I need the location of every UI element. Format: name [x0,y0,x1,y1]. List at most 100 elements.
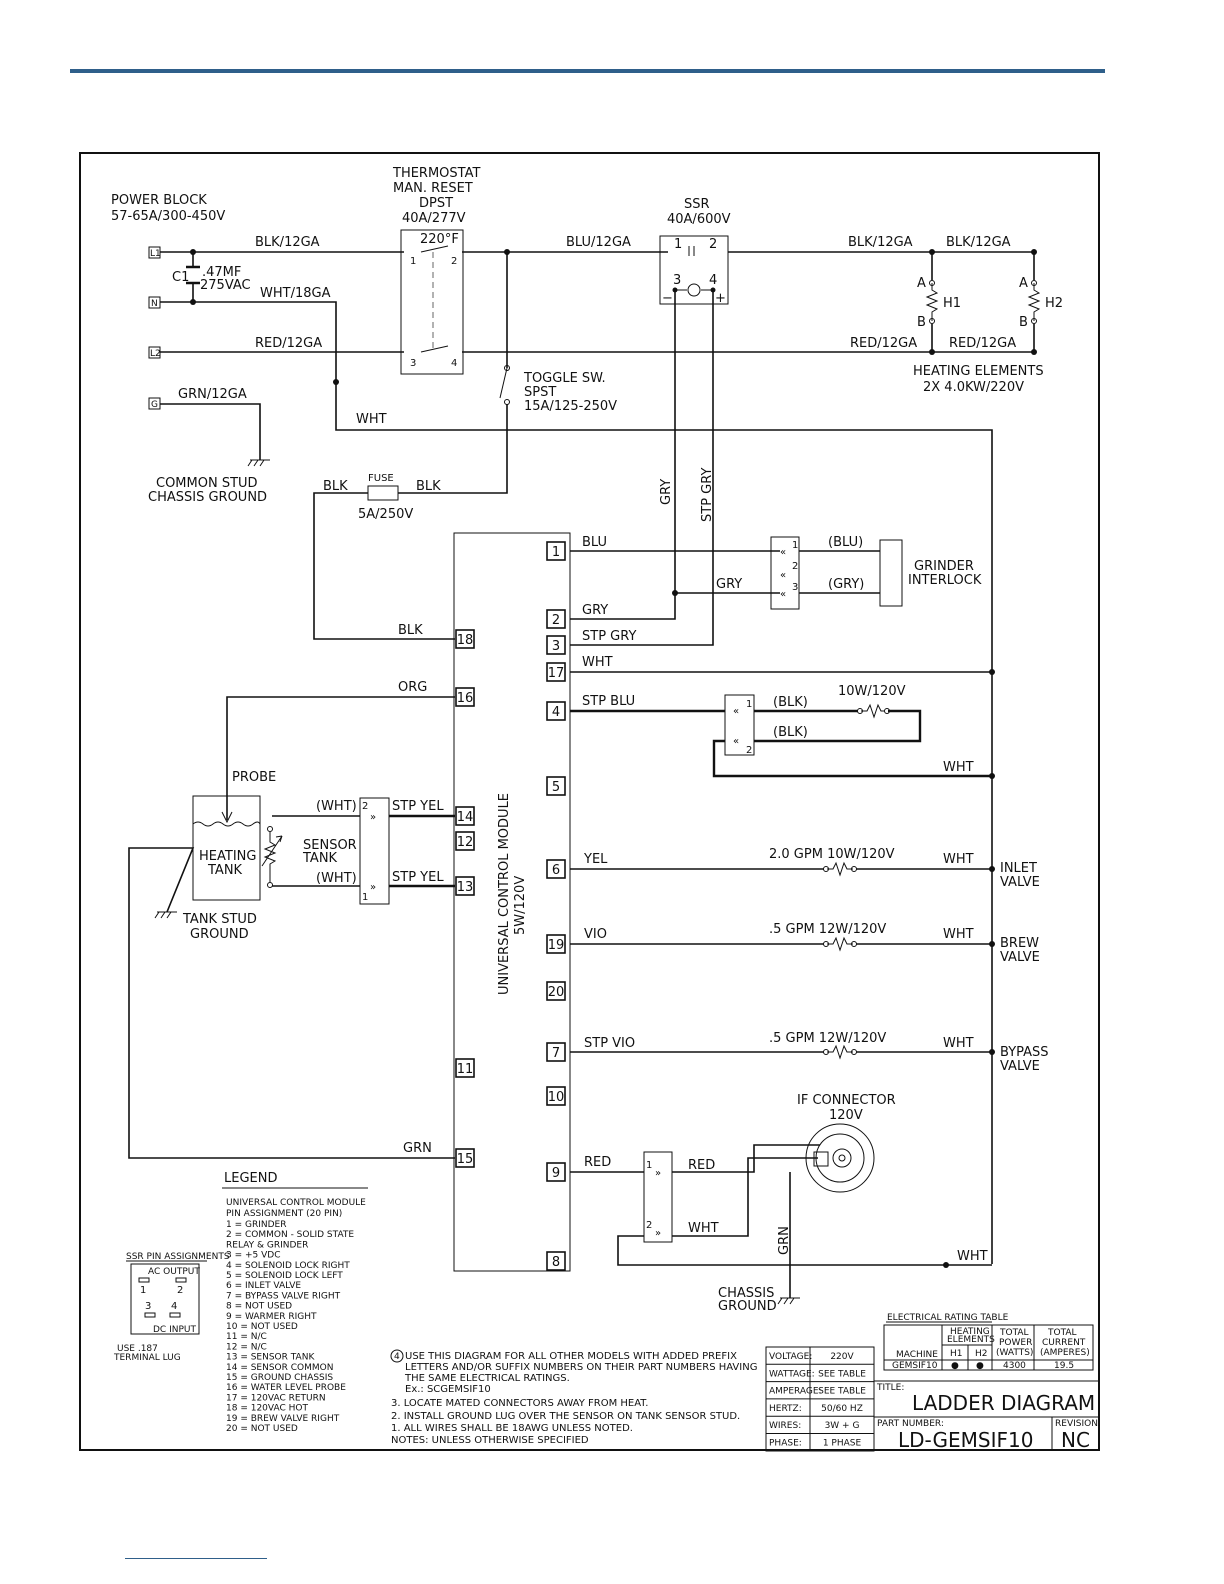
l1-wire-label: BLK/12GA [255,235,320,250]
h2-return-wire-label: RED/12GA [949,336,1016,351]
heater-h2-label: H2 [1045,296,1063,311]
ssr-pins-ac: AC OUTPUT [148,1267,200,1277]
sensor-label-2: TANK [302,851,338,866]
legend-item: 12 = N/C [226,1342,267,1352]
inlet-valve-coil-icon [827,861,853,877]
spec-key: HERTZ: [769,1404,802,1414]
ssr-pins-p3: 3 [145,1301,151,1312]
ssr-title: SSR [684,197,710,212]
revision-label: REVISION: [1055,1419,1101,1429]
heater-terminal [929,318,935,324]
chassis-ground-icon [247,459,270,467]
legend: LEGEND UNIVERSAL CONTROL MODULE PIN ASSI… [222,1171,368,1434]
warmer-connector [724,694,755,756]
legend-item: RELAY & GRINDER [226,1240,308,1250]
terminal-g-label: G [151,400,158,410]
module-pin-box [455,806,475,826]
toggle-contact [504,399,510,405]
tank-ground-icon [154,911,177,919]
heater-h2-a: A [1019,276,1028,291]
toggle-line-1: TOGGLE SW. [523,371,606,386]
heating-tank-label-1: HEATING [199,849,256,864]
junction [989,866,995,872]
grinder-label-2: INTERLOCK [908,573,982,588]
heater-terminal [1031,318,1037,324]
grinder-label-1: GRINDER [914,559,974,574]
heater-terminal [1031,280,1037,286]
note-line-4: Ex.: SCGEMSIF10 [405,1384,491,1395]
spec-key: VOLTAGE: [769,1352,812,1362]
rating-table-box [883,1324,1094,1371]
if-connector-ring [815,1133,865,1183]
junction [190,249,196,255]
module-pin-box [546,981,566,1001]
thermostat-line-2: MAN. RESET [393,181,473,196]
note-line-3: THE SAME ELECTRICAL RATINGS. [404,1373,570,1384]
grinder-pin-1: 1 [792,540,798,551]
warmer-rating: 10W/120V [838,684,906,699]
ssr-pins-p1: 1 [140,1285,146,1296]
legend-item: 15 = GROUND CHASSIS [226,1373,333,1383]
ssr-minus: − [662,291,673,306]
module-pin-label: 10 [548,1090,565,1105]
toggle-contact [504,365,510,371]
brew-valve-name-1: BREW [1000,936,1039,951]
toggle-switch-blade [499,367,508,399]
stp-yel-lines [389,814,455,888]
warmer-wht-label: WHT [943,760,974,775]
heater-h1-b: B [917,315,926,330]
ssr-pins-use-1: USE .187 [117,1344,158,1354]
spec-value: SEE TABLE [818,1369,866,1379]
heating-elements-rating: 2X 4.0KW/220V [923,380,1024,395]
rating-row-h2: ● [976,1361,984,1371]
spec-value: 220V [830,1352,854,1362]
junction [989,1049,995,1055]
junction [943,1262,949,1268]
legend-item: 5 = SOLENOID LOCK LEFT [226,1271,343,1281]
note-line-2: LETTERS AND/OR SUFFIX NUMBERS ON THEIR P… [405,1362,757,1373]
blk-18-label: BLK [398,623,423,638]
fuse-right-wire-label: BLK [416,479,441,494]
rating-h-cur-2: CURRENT [1042,1338,1086,1348]
power-block-rating: 57-65A/300-450V [111,209,225,224]
module-pin-box [546,859,566,879]
warmer-connector-arrow: « [733,736,739,747]
grn-vertical-label: GRN [777,1226,792,1255]
module-pin-label: 1 [552,545,560,560]
spec-value: 3W + G [825,1421,860,1431]
module-pin-label: 20 [548,985,565,1000]
revision: NC [1061,1428,1090,1452]
toggle-line-2: SPST [524,385,556,400]
ssr-h1-wire-label: BLK/12GA [848,235,913,250]
if-inline-pin-2: 2 [646,1220,652,1231]
grinder-gry-label: (GRY) [828,577,864,592]
inlet-valve-spec: 2.0 GPM 10W/120V [769,847,895,862]
note-line-6: 2. INSTALL GROUND LUG OVER THE SENSOR ON… [391,1411,740,1422]
ssr-pins-box [130,1263,200,1335]
inlet-valve-name-2: VALVE [1000,875,1040,890]
legend-item: 3 = +5 VDC [226,1251,281,1261]
rating-h-power-1: TOTAL [999,1328,1029,1338]
module-pin-box [455,1148,475,1168]
bypass-valve-wht: WHT [943,1036,974,1051]
grn-tank-ground-line [128,847,455,1159]
stp-vio-label: STP VIO [584,1036,635,1051]
power-block: POWER BLOCK 57-65A/300-450V L1 N L2 G [111,193,225,410]
stp-yel-14-label: STP YEL [392,799,444,814]
inlet-valve-wht: WHT [943,852,974,867]
heater-terminal [929,280,935,286]
if-inline-connector [643,1151,673,1243]
junction [989,669,995,675]
if-inline-pin-1: 1 [646,1160,652,1171]
ground-line [160,403,261,460]
legend-item: 17 = 120VAC RETURN [226,1393,326,1403]
module-pin-label: 6 [552,863,560,878]
rating-h-h1: H1 [950,1349,963,1359]
module-pin-box [455,1058,475,1078]
note-line-1: USE THIS DIAGRAM FOR ALL OTHER MODELS WI… [405,1351,737,1362]
rating-h-machine: MACHINE [896,1350,938,1360]
wht-if-line [617,1157,992,1266]
note-4-marker-number: 4 [394,1352,400,1362]
common-stud-label: COMMON STUD [156,476,258,491]
